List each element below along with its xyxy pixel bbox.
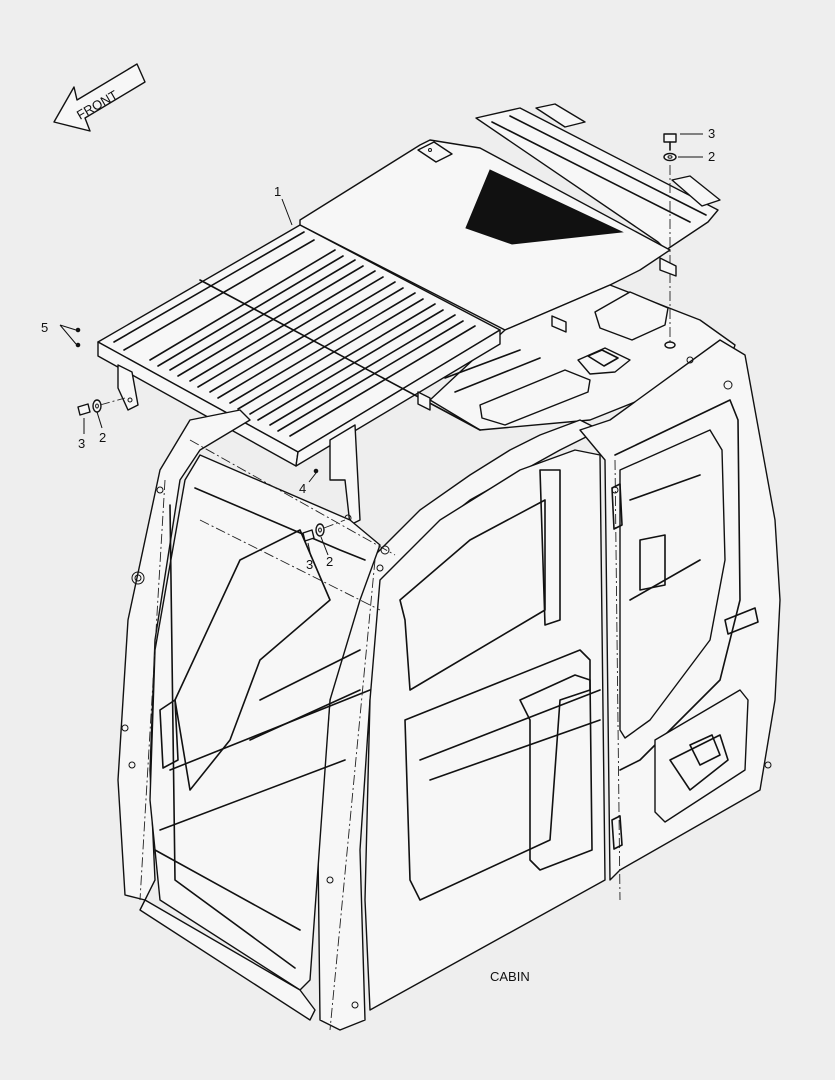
callout-3-left: 3	[78, 436, 85, 451]
front-arrow: FRONT	[53, 63, 146, 132]
roof-assembly	[299, 103, 736, 431]
washer-right	[315, 523, 325, 537]
bolt-right	[302, 529, 315, 542]
callout-2-right: 2	[326, 554, 333, 569]
top-guard	[97, 224, 501, 526]
callout-3-right: 3	[306, 557, 313, 572]
washer-upper-right	[663, 152, 677, 162]
callout-3-upper: 3	[708, 126, 715, 141]
callout-2-left: 2	[99, 430, 106, 445]
diagram-caption: CABIN	[490, 969, 530, 984]
bolt-left	[77, 403, 91, 416]
callout-1: 1	[274, 184, 281, 199]
callout-2-upper: 2	[708, 149, 715, 164]
cabin-body	[117, 339, 781, 1031]
callout-5: 5	[41, 320, 48, 335]
fasteners	[59, 133, 677, 542]
leader-lines	[83, 133, 703, 558]
bolt-upper-right	[663, 133, 677, 151]
callout-4: 4	[299, 481, 306, 496]
callouts: 1 3 2 5 3 2 4 3 2	[41, 126, 715, 572]
washer-left	[92, 399, 102, 413]
